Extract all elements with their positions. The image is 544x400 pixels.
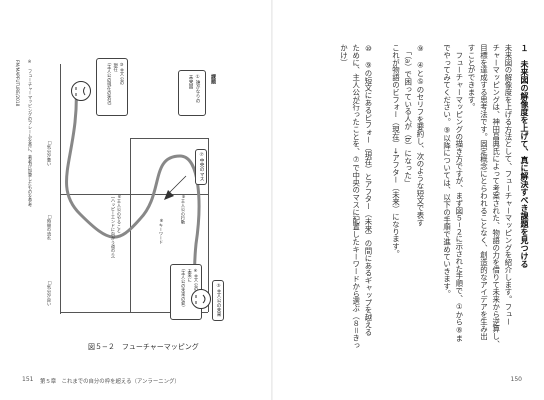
section-heading: １ 未来図の解像度を上げて、真に解決すべき課題を見つける (520, 44, 529, 268)
horizontal-axis (60, 312, 208, 313)
paragraph-2-line: ⑨ ④と⑤のセリフを要約し、次のような短文で表す (416, 44, 425, 227)
happy-face-icon (191, 289, 211, 309)
current-state-text: ③主人公の現在(主人公の現在の状況) (106, 63, 124, 106)
middle-divider (60, 194, 208, 195)
paragraph-2-line: これが物語のビフォー（現在）→アフター（未来）になります。 (391, 44, 401, 258)
paragraph-1-line: でやってみてください。⑨以降については、以下の手順で進めていきます。 (442, 44, 452, 298)
chapter-footer: 第５章 これまでの自分の枠を超える（アンラーニング） (40, 379, 180, 385)
left-page-number: 151 (22, 376, 34, 383)
current-state-box: ③主人公の現在(主人公の現在の状況) (96, 58, 128, 116)
action-label: ⑨主人公の行動 (181, 194, 186, 225)
top-divider (130, 138, 208, 139)
paragraph-1-line: フューチャーマッピングの描き方ですが、まず図５−２に示された手順で、①から⑧ま (454, 44, 464, 342)
paragraph-1: 未来図の解像度を上げる方法として、フューチャーマッピングを紹介します。フュー チ… (440, 44, 514, 347)
paragraph-3-line: かけ） (339, 44, 349, 67)
mood-high-label: □気分が良い (47, 280, 52, 306)
mood-low-label: □気分が悪い (47, 140, 52, 166)
paragraph-1-line: すことができます。 (467, 44, 477, 111)
vertical-axis (60, 64, 61, 314)
keyword-label: ⑧キーワード (159, 218, 164, 244)
paragraph-3-line: ⑩ ⑨の短文にあるビフォー（現在）とアフター（未来）の間にあるギャップを越える (364, 44, 373, 336)
issue-label: 課題 (210, 74, 216, 84)
right-page-number: 150 (510, 376, 522, 383)
right-divider (208, 138, 209, 312)
future-label-box: ⑤主人公の未来 (212, 280, 224, 321)
paragraph-3-line: ために、主人公が行ったことを、⑦で中央のマスに配置したキーワードから選ぶ（８＝き… (351, 44, 361, 349)
future-state-text: ④主人公の未来に(主人公の未来の姿) (180, 269, 198, 307)
issue-box: ①誰かなりの未来図 (178, 70, 206, 116)
paragraph-1-line: 未来図の解像度を上げる方法として、フューチャーマッピングを紹介します。フュー (504, 44, 513, 326)
figure-caption: 図５−２ フューチャーマッピング (88, 343, 199, 351)
paragraph-3: ⑩ ⑨の短文にあるビフォー（現在）とアフター（未来）の間にあるギャップを越える … (337, 44, 374, 349)
mood-mid-label: □時間の流れ (47, 214, 52, 240)
high-curve-label: ⑥主人公のやること（ハッピーエンドに向かう道のり） (111, 194, 122, 262)
future-mapping-diagram: 課題 ①誰かなりの未来図 ③主人公の現在(主人公の現在の状況) ⑦中央のマス ⑥… (40, 44, 236, 324)
emotion-curve (65, 83, 204, 308)
center-square-label: ⑦中央のマス (195, 149, 207, 185)
book-gutter (271, 0, 273, 400)
side-note-upper: FM/MAPFUTURE/2018 (14, 60, 19, 107)
sad-face-icon (71, 81, 91, 101)
paragraph-1-line: チャーマッピングは、神田昌典氏によって考案された、物語の力を借りて未来から逆算し… (491, 44, 501, 348)
side-note-lower: ※ フューチャーマッピングのフレームを基に、著者が加筆したものを参考 (27, 60, 32, 207)
paragraph-2: ⑨ ④と⑤のセリフを要約し、次のような短文で表す 「（a）で困っている人が（b）… (389, 44, 426, 257)
right-page: １ 未来図の解像度を上げて、真に解決すべき課題を見つける 未来図の解像度を上げる… (272, 0, 544, 400)
left-page: 課題 ①誰かなりの未来図 ③主人公の現在(主人公の現在の状況) ⑦中央のマス ⑥… (14, 44, 236, 385)
paragraph-1-line: 目標を達成する思考法です。固定概念にとらわれることなく、創造的なアイデアを生み出 (479, 44, 489, 340)
center-divider (130, 138, 131, 312)
issue-box-text: ①誰かなりの未来図 (188, 75, 200, 103)
paragraph-2-line: 「（a）で困っている人が（b）になった」 (403, 44, 413, 187)
